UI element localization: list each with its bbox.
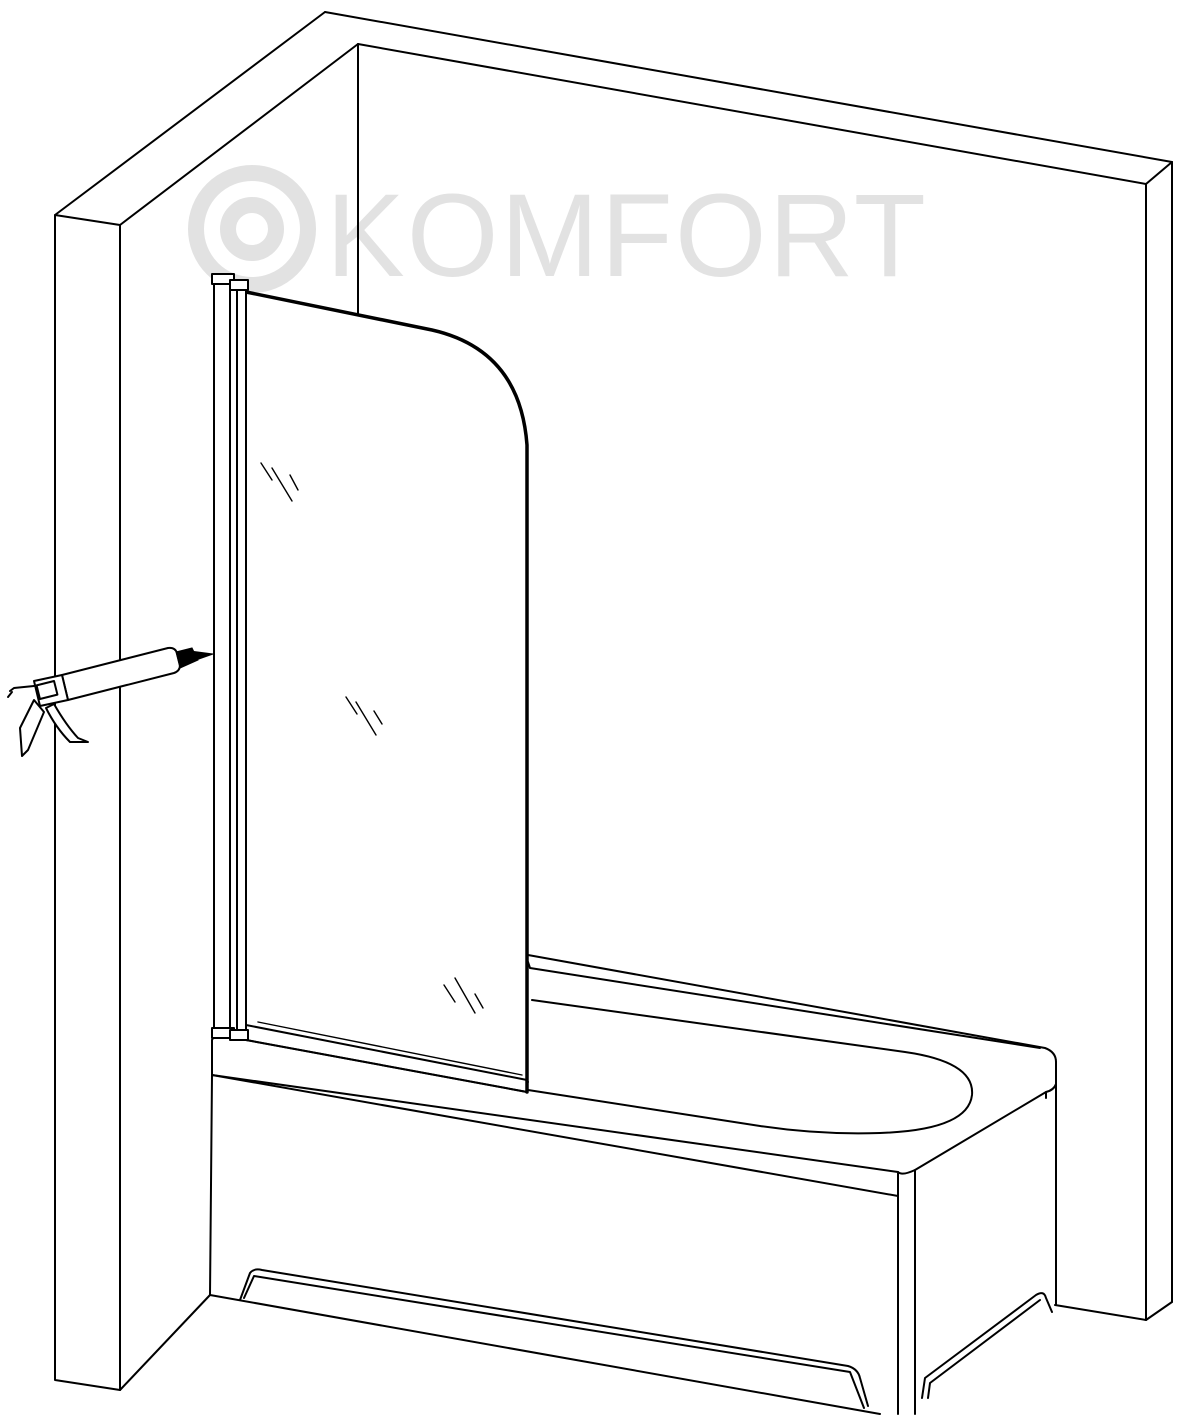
bottom-seal-strip — [245, 1024, 528, 1093]
floor-line-left — [119, 1294, 211, 1391]
back-wall-top-outer-edge — [324, 11, 1173, 163]
bathtub — [209, 954, 1057, 1415]
floor-line-right — [1054, 1304, 1147, 1321]
caulk-gun-plunger-rod — [9, 685, 35, 692]
left-wall-outline — [54, 214, 121, 1391]
bathtub-panel-left-edge — [209, 1074, 213, 1296]
wall-profile — [211, 273, 249, 1041]
caulk-gun-cap — [35, 680, 59, 700]
right-wall-end-top — [1145, 161, 1173, 185]
bath-shower-screen — [211, 273, 529, 1094]
bathroom-walls — [54, 11, 1173, 1391]
bathtub-panel-front-top — [211, 1074, 899, 1197]
glass-panel — [245, 291, 528, 1093]
watermark-brand-text: KOMFORT — [326, 170, 928, 302]
komfort-watermark: KOMFORT — [188, 165, 928, 302]
bathtub-front-plinth — [239, 1268, 869, 1407]
bathtub-front-plinth-inner — [243, 1275, 865, 1409]
bottom-seal-strip-line — [257, 1021, 523, 1076]
caulk-gun-plunger-rod-2 — [7, 691, 13, 698]
bathtub-rim-back-edge — [527, 954, 1057, 1063]
bathtub-basin-opening — [527, 999, 974, 1135]
back-wall-top-inner-edge — [357, 43, 1147, 185]
left-wall-top-edge — [54, 11, 326, 216]
left-wall-top-inner-edge — [119, 43, 359, 226]
bathtub-side-plinth-inner — [927, 1299, 1041, 1399]
komfort-logo-rings-icon — [188, 165, 316, 293]
bathtub-front-base-line — [209, 1294, 881, 1415]
silicone-caulking-gun-icon — [7, 646, 214, 757]
caulk-gun-trigger — [45, 703, 89, 743]
glass-reflection-marks — [260, 462, 484, 1014]
glass-panel-top-edge — [244, 290, 529, 1094]
bathtub-rim-front-edge — [211, 1039, 899, 1197]
caulk-nozzle-tip — [188, 650, 214, 661]
bathtub-rim-right-corner — [897, 1061, 1057, 1175]
right-wall-end-bottom — [1145, 1301, 1173, 1321]
caulk-gun-handle — [19, 699, 45, 757]
bathtub-side-plinth — [921, 1292, 1053, 1399]
